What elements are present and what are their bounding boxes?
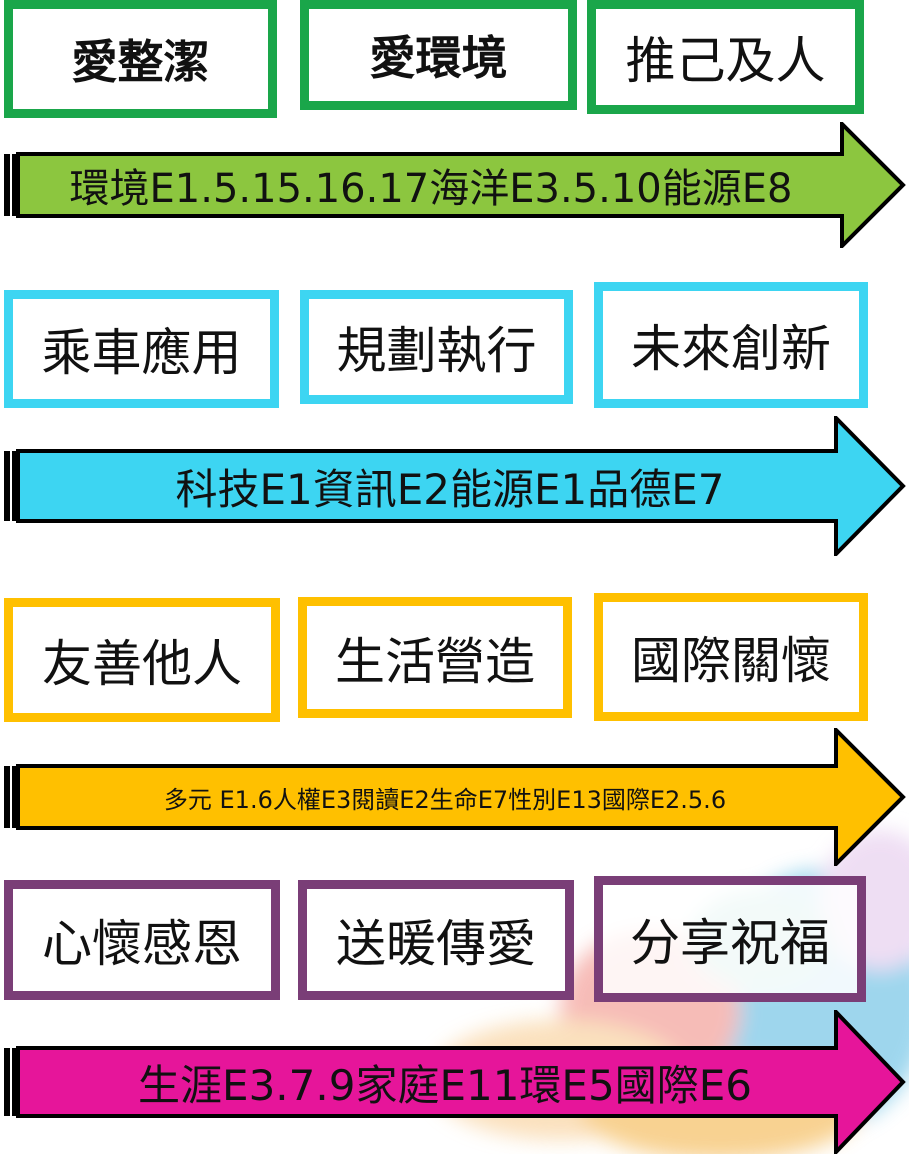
row1-box-3: 推己及人 [587, 0, 864, 114]
row2-box-3-label: 未來創新 [631, 320, 831, 378]
row2-arrow-label: 科技E1資訊E2能源E1品德E7 [175, 464, 725, 514]
row1-box-2-label: 愛環境 [369, 31, 508, 85]
row3-box-3-label: 國際關懷 [631, 632, 831, 690]
row4-arrow-label: 生涯E3.7.9家庭E11環E5國際E6 [138, 1060, 752, 1110]
row3-box-3: 國際關懷 [594, 593, 868, 721]
row3-box-2: 生活營造 [298, 597, 572, 718]
row3-box-2-label: 生活營造 [335, 632, 535, 691]
row1-box-1-label: 愛整潔 [71, 35, 210, 89]
row4-box-1-label: 心懷感恩 [42, 915, 242, 973]
row1-box-1: 愛整潔 [4, 0, 277, 118]
row3-box-1: 友善他人 [4, 598, 280, 722]
row2-arrow: 科技E1資訊E2能源E1品德E7 [0, 416, 909, 556]
row4-box-3-label: 分享祝福 [630, 914, 830, 972]
row3-arrow-label: 多元 E1.6人權E3閱讀E2生命E7性別E13國際E2.5.6 [163, 785, 727, 814]
row2-box-1-label: 乘車應用 [41, 324, 242, 382]
row1-box-3-label: 推己及人 [625, 32, 826, 90]
row2-box-3: 未來創新 [594, 282, 868, 408]
row4-arrow: 生涯E3.7.9家庭E11環E5國際E6 [0, 1010, 909, 1154]
row4-box-2-label: 送暖傳愛 [336, 915, 536, 973]
row4-box-3: 分享祝福 [594, 876, 866, 1002]
row3-box-1-label: 友善他人 [42, 635, 242, 693]
row1-arrow-label: 環境E1.5.15.16.17海洋E3.5.10能源E8 [69, 166, 793, 212]
row4-box-2: 送暖傳愛 [298, 880, 574, 1000]
row2-box-1: 乘車應用 [4, 290, 279, 408]
row1-box-2: 愛環境 [300, 0, 577, 110]
row2-box-2: 規劃執行 [300, 290, 573, 404]
row3-arrow: 多元 E1.6人權E3閱讀E2生命E7性別E13國際E2.5.6 [0, 728, 909, 866]
row1-arrow: 環境E1.5.15.16.17海洋E3.5.10能源E8 [0, 122, 909, 248]
row2-box-2-label: 規劃執行 [336, 322, 537, 380]
row4-box-1: 心懷感恩 [4, 880, 280, 1000]
